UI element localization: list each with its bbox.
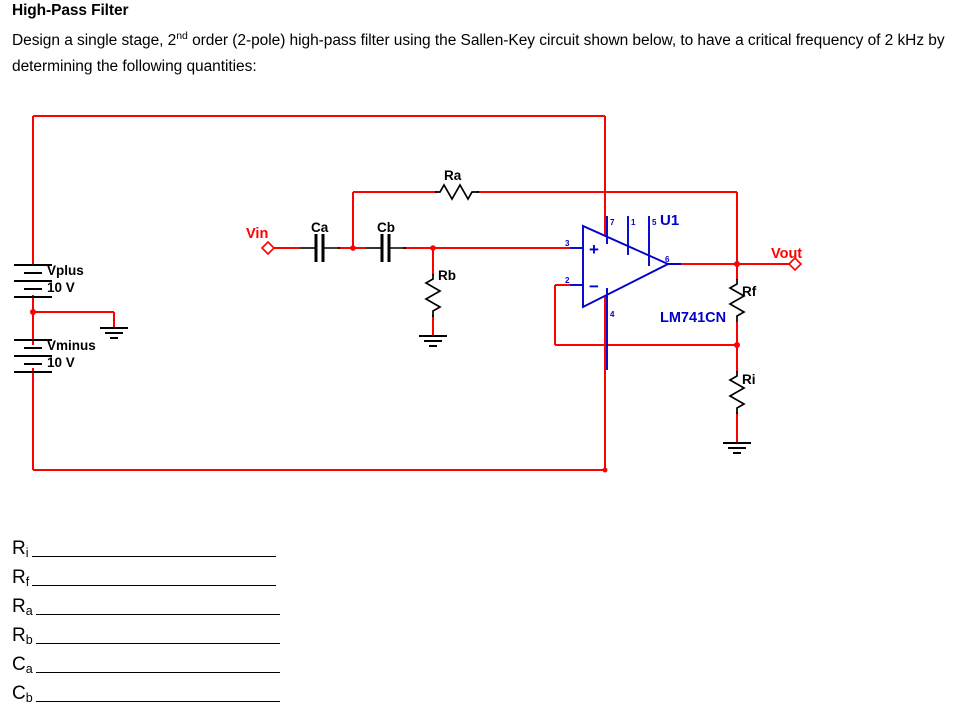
opamp-part-label: LM741CN bbox=[660, 310, 726, 326]
opamp-triangle bbox=[582, 224, 671, 309]
answer-subscript-cb: b bbox=[25, 691, 33, 705]
answer-row-rb: Rb bbox=[12, 617, 432, 646]
answer-symbol-ri: R bbox=[12, 538, 26, 559]
answer-row-ri: Ri bbox=[12, 530, 432, 559]
resistor-ri bbox=[728, 371, 746, 414]
junction-dots bbox=[30, 245, 740, 473]
junction-node-b bbox=[430, 245, 436, 251]
answer-input-line-ri[interactable] bbox=[31, 556, 276, 557]
answer-label-ri: Ri bbox=[12, 538, 29, 559]
answer-subscript-rf: f bbox=[25, 575, 30, 589]
opamp-symbol bbox=[570, 216, 681, 370]
ground-symbol-ri bbox=[723, 442, 751, 454]
opamp-pin-number-4: 4 bbox=[610, 310, 615, 319]
answer-symbol-ra: R bbox=[12, 596, 26, 617]
junction-divider bbox=[734, 342, 740, 348]
label-cb: Cb bbox=[377, 220, 395, 235]
terminal-vout bbox=[787, 256, 803, 272]
ra-zigzag bbox=[435, 183, 479, 201]
prompt-text-after-superscript: order (2-pole) high-pass filter using th… bbox=[12, 32, 945, 75]
junction-node-a bbox=[350, 245, 356, 251]
answer-subscript-ca: a bbox=[25, 662, 33, 676]
vin-diamond-icon bbox=[260, 240, 276, 256]
opamp-pin-number-3: 3 bbox=[565, 239, 570, 248]
capacitor-ca bbox=[300, 234, 340, 262]
rb-zigzag bbox=[424, 274, 442, 317]
answer-symbol-cb: C bbox=[12, 683, 26, 704]
answer-input-line-rb[interactable] bbox=[35, 643, 280, 644]
ordinal-superscript: nd bbox=[176, 29, 188, 42]
label-ra: Ra bbox=[444, 168, 462, 183]
junction-supply-mid bbox=[30, 309, 36, 315]
ground-symbol-supply bbox=[100, 327, 128, 339]
opamp-pin-number-7: 7 bbox=[610, 218, 615, 227]
label-vminus-value: 10 V bbox=[47, 355, 75, 370]
answer-input-line-ca[interactable] bbox=[35, 672, 280, 673]
answer-subscript-rb: b bbox=[25, 633, 33, 647]
label-vplus-value: 10 V bbox=[47, 280, 75, 295]
rf-zigzag bbox=[728, 279, 746, 322]
answer-symbol-rf: R bbox=[12, 567, 26, 588]
capacitor-cb bbox=[366, 234, 406, 262]
opamp-minus-symbol: − bbox=[589, 277, 599, 296]
answer-label-rf: Rf bbox=[12, 567, 29, 588]
label-vin: Vin bbox=[246, 226, 268, 242]
answer-label-ra: Ra bbox=[12, 596, 33, 617]
opamp-pin-number-1: 1 bbox=[631, 218, 636, 227]
label-rf: Rf bbox=[742, 284, 757, 299]
ground-symbol-rb bbox=[419, 335, 447, 347]
answer-row-rf: Rf bbox=[12, 559, 432, 588]
answer-label-ca: Ca bbox=[12, 654, 33, 675]
answer-row-ra: Ra bbox=[12, 588, 432, 617]
junction-output bbox=[734, 261, 740, 267]
opamp-pin-number-6: 6 bbox=[665, 255, 670, 264]
answer-row-ca: Ca bbox=[12, 646, 432, 675]
answer-symbol-rb: R bbox=[12, 625, 26, 646]
label-vout: Vout bbox=[771, 246, 802, 262]
answer-blanks-list: Ri Rf Ra Rb Ca Cb bbox=[12, 530, 432, 704]
terminal-vin bbox=[260, 240, 276, 256]
page-title: High-Pass Filter bbox=[12, 2, 129, 19]
vout-diamond-icon bbox=[787, 256, 803, 272]
answer-input-line-rf[interactable] bbox=[32, 585, 277, 586]
opamp-pin-number-5: 5 bbox=[652, 218, 657, 227]
resistor-ra bbox=[435, 183, 479, 201]
ri-zigzag bbox=[728, 371, 746, 414]
opamp-plus-symbol: + bbox=[589, 240, 599, 259]
opamp-refdes-label: U1 bbox=[660, 212, 679, 229]
resistor-rb bbox=[424, 274, 442, 317]
answer-label-cb: Cb bbox=[12, 683, 33, 704]
label-ca: Ca bbox=[311, 220, 329, 235]
answer-input-line-cb[interactable] bbox=[35, 701, 280, 702]
opamp-pin-number-2: 2 bbox=[565, 276, 570, 285]
answer-symbol-ca: C bbox=[12, 654, 26, 675]
label-rb: Rb bbox=[438, 268, 456, 283]
wiring-red bbox=[32, 115, 795, 471]
junction-bottom-rail bbox=[602, 467, 608, 473]
label-ri: Ri bbox=[742, 372, 756, 387]
resistor-rf bbox=[728, 279, 746, 322]
label-vplus-name: Vplus bbox=[47, 263, 84, 278]
answer-subscript-ra: a bbox=[25, 604, 33, 618]
battery-vminus bbox=[14, 339, 52, 373]
prompt-text-before-superscript: Design a single stage, 2 bbox=[12, 32, 177, 49]
answer-label-rb: Rb bbox=[12, 625, 33, 646]
label-vminus-name: Vminus bbox=[47, 338, 96, 353]
answer-subscript-ri: i bbox=[25, 546, 29, 560]
answer-input-line-ra[interactable] bbox=[35, 614, 280, 615]
problem-statement: Design a single stage, 2nd order (2-pole… bbox=[12, 28, 952, 80]
answer-row-cb: Cb bbox=[12, 675, 432, 704]
battery-vplus bbox=[14, 264, 52, 298]
circuit-schematic: + − 3 2 7 1 5 4 6 U1 LM741CN Vplus 10 V … bbox=[14, 115, 803, 473]
